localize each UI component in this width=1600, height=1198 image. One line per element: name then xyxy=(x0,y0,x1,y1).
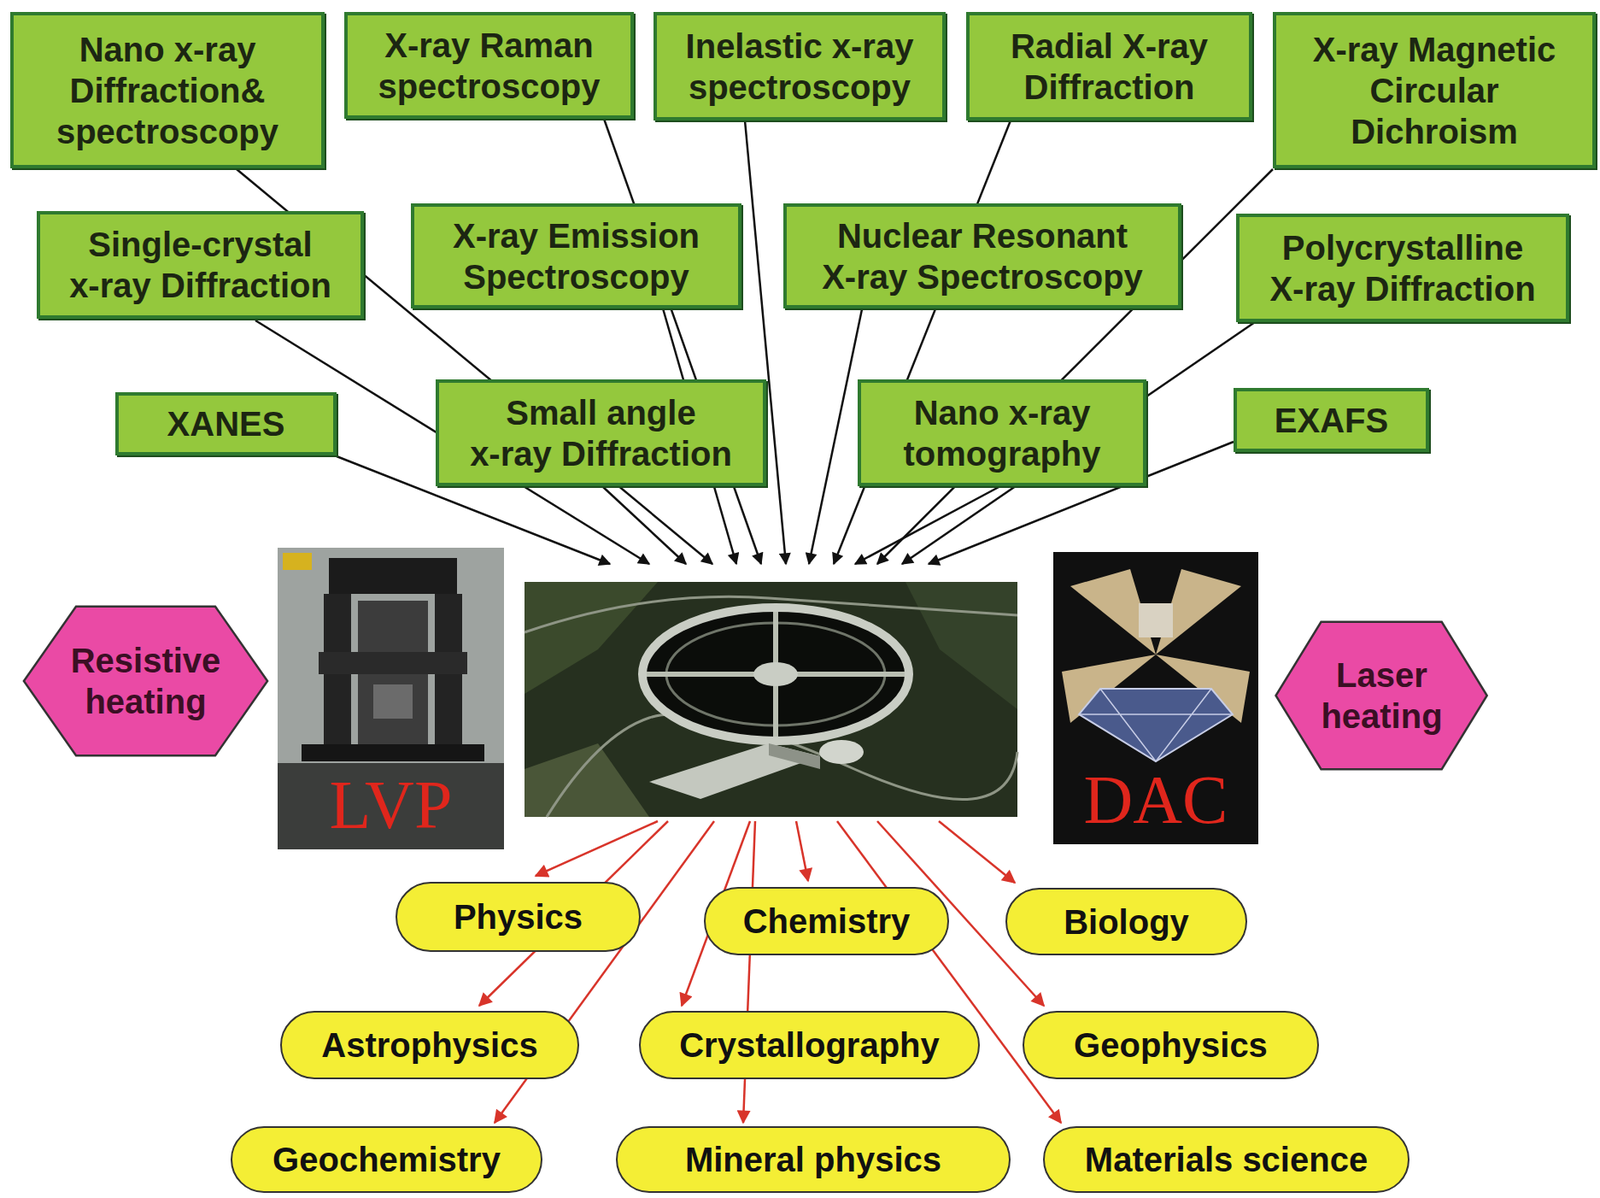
node-label: Chemistry xyxy=(743,900,911,942)
sample-chamber xyxy=(1138,603,1173,638)
node-label: Nano x-ray tomography xyxy=(879,392,1125,475)
node-label: Nano x-ray Diffraction& spectroscopy xyxy=(39,29,296,153)
technique-box: X-ray Magnetic Circular Dichroism xyxy=(1272,11,1596,169)
field-oval: Physics xyxy=(395,881,641,952)
technique-box: Nuclear Resonant X-ray Spectroscopy xyxy=(783,203,1182,309)
diamond-anvil xyxy=(1078,688,1233,762)
field-oval: Biology xyxy=(1005,887,1248,956)
technique-box: Single-crystal x-ray Diffraction xyxy=(36,210,364,319)
node-label: XANES xyxy=(167,403,286,445)
node-label: Crystallography xyxy=(679,1024,940,1066)
lab-building xyxy=(768,743,821,769)
node-label: Laser heating xyxy=(1316,654,1447,737)
node-label: Geochemistry xyxy=(272,1138,501,1180)
field-oval: Chemistry xyxy=(703,886,950,956)
lab-building xyxy=(819,739,864,764)
technique-box: XANES xyxy=(115,392,337,456)
node-label: Single-crystal x-ray Diffraction xyxy=(64,223,338,306)
technique-box: Nano x-ray tomography xyxy=(857,379,1147,487)
lab-building xyxy=(649,743,821,799)
technique-box: Radial X-ray Diffraction xyxy=(966,11,1253,121)
node-label: X-ray Magnetic Circular Dichroism xyxy=(1297,29,1571,153)
field-oval: Geophysics xyxy=(1022,1010,1319,1079)
hexagon-shape xyxy=(23,606,268,756)
arrow-line xyxy=(902,322,1255,564)
hexagon-outline xyxy=(21,604,270,757)
node-label: Resistive heating xyxy=(64,639,228,722)
arrow-line xyxy=(602,486,686,564)
technique-box: X-ray Emission Spectroscopy xyxy=(410,203,742,309)
arrow-line xyxy=(796,820,809,881)
photo-ground xyxy=(1053,551,1259,844)
field-oval: Materials science xyxy=(1043,1125,1410,1193)
node-label: X-ray Emission Spectroscopy xyxy=(444,215,710,298)
photo-ground xyxy=(524,581,1018,817)
node-label: Materials science xyxy=(1084,1138,1368,1180)
technique-box: EXAFS xyxy=(1233,387,1430,452)
node-label: Inelastic x-ray spectroscopy xyxy=(675,25,924,108)
technique-box: Polycrystalline X-ray Diffraction xyxy=(1236,213,1570,323)
arrow-line xyxy=(833,120,1011,564)
diamond-facets xyxy=(1078,688,1233,762)
arrow-line xyxy=(808,309,862,564)
node-label: Physics xyxy=(453,896,583,938)
crane-hook xyxy=(282,552,312,570)
node-label: Mineral physics xyxy=(685,1138,942,1180)
field-oval: Crystallography xyxy=(638,1010,980,1079)
node-label: Small angle x-ray Diffraction xyxy=(465,392,738,475)
node-label: Astrophysics xyxy=(321,1024,538,1066)
heating-hexagon: Laser heating xyxy=(1273,620,1489,771)
synchrotron-photo xyxy=(524,581,1018,817)
apparatus-photo: LVP xyxy=(277,547,505,850)
node-label: Geophysics xyxy=(1073,1024,1268,1066)
press-base xyxy=(301,744,485,762)
photo-ground xyxy=(277,547,505,850)
field-patch xyxy=(524,581,658,694)
lab-wall xyxy=(277,547,505,763)
beamline-arrows xyxy=(236,118,1273,564)
technique-box: Nano x-ray Diffraction& spectroscopy xyxy=(10,11,325,169)
field-patch xyxy=(524,743,650,817)
node-label: DAC xyxy=(1084,765,1229,834)
apparatus-photo: DAC xyxy=(1053,551,1259,844)
ring-hub xyxy=(753,662,798,686)
node-label: EXAFS xyxy=(1274,399,1389,441)
node-label: Nuclear Resonant X-ray Spectroscopy xyxy=(811,215,1154,298)
field-oval: Astrophysics xyxy=(280,1010,580,1079)
field-oval: Geochemistry xyxy=(230,1125,543,1193)
press-anvil xyxy=(373,684,413,719)
press-crown xyxy=(328,557,458,594)
node-label: Radial X-ray Diffraction xyxy=(990,25,1230,108)
node-label: Polycrystalline X-ray Diffraction xyxy=(1261,227,1544,310)
node-label: Biology xyxy=(1063,901,1190,943)
storage-ring xyxy=(642,607,909,741)
node-label: X-ray Raman spectroscopy xyxy=(366,24,612,107)
arrow-line xyxy=(744,120,786,564)
hexagon-shape xyxy=(1276,621,1488,769)
press-beam xyxy=(318,651,468,674)
technique-box: Inelastic x-ray spectroscopy xyxy=(653,11,946,121)
technique-box: X-ray Raman spectroscopy xyxy=(344,11,634,119)
node-label: LVP xyxy=(329,770,453,839)
arrow-line xyxy=(855,486,1001,564)
technique-box: Small angle x-ray Diffraction xyxy=(435,379,767,487)
field-oval: Mineral physics xyxy=(615,1125,1011,1193)
hexagon-outline xyxy=(1273,620,1489,771)
arrow-line xyxy=(938,820,1015,883)
arrow-line xyxy=(603,118,762,564)
application-arrows xyxy=(479,820,1061,1123)
field-patch xyxy=(905,581,1018,710)
heating-hexagon: Resistive heating xyxy=(21,604,270,757)
